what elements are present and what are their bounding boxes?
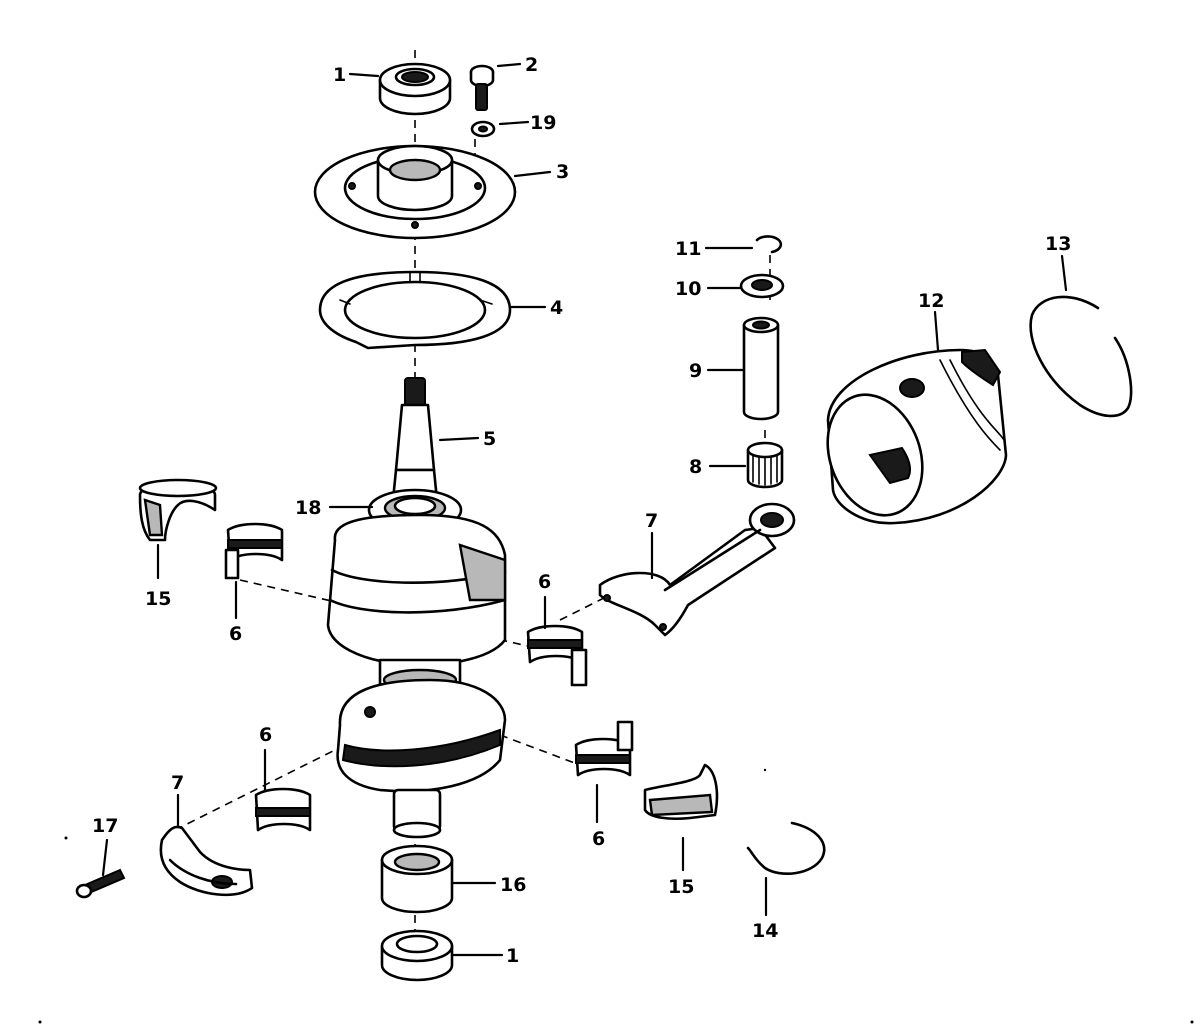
callout-6-lower-right: 6	[592, 828, 605, 850]
connecting-rod	[598, 502, 796, 637]
callout-10: 10	[675, 278, 701, 300]
callout-15-lower: 15	[668, 876, 694, 898]
needle-bearing-upper-left	[224, 522, 284, 580]
callout-15-upper: 15	[145, 588, 171, 610]
callout-7-rod: 7	[645, 510, 658, 532]
callout-labels: 1 2 19 3 4 5 18 15 6 6 6 6 7 7 8 9 10 11…	[92, 54, 1071, 967]
callout-2: 2	[525, 54, 538, 76]
piston-pin-retaining-ring	[755, 235, 783, 254]
callout-4: 4	[550, 297, 563, 319]
callout-9: 9	[689, 360, 702, 382]
callout-14: 14	[752, 920, 778, 942]
callout-11: 11	[675, 238, 701, 260]
callout-3: 3	[556, 161, 569, 183]
callout-6-lower-left: 6	[259, 724, 272, 746]
roller-bearing	[380, 844, 454, 914]
callout-1-bottom: 1	[506, 945, 519, 967]
thrust-washer	[739, 273, 785, 299]
screw	[469, 64, 495, 111]
lock-washer	[470, 120, 496, 138]
needle-bearing-center-right	[526, 624, 588, 687]
wire-retaining-ring	[746, 821, 826, 875]
callout-12: 12	[918, 290, 944, 312]
piston-pin	[742, 316, 780, 421]
seal-bottom	[380, 929, 454, 982]
seal-top	[378, 62, 452, 116]
callout-16: 16	[500, 874, 526, 896]
leader-lines	[101, 62, 1068, 957]
needle-bearing-lower-left	[254, 787, 312, 832]
piston-pin-bearing	[746, 441, 784, 489]
connecting-rod-cap	[159, 825, 254, 897]
piston	[826, 348, 1008, 525]
callout-6-center: 6	[538, 571, 551, 593]
piston-ring	[1029, 295, 1133, 418]
bearing-retainer-plate	[313, 144, 517, 240]
bearing-cage-half-upper-left	[138, 478, 218, 542]
callout-7-cap: 7	[171, 772, 184, 794]
cap-screw	[75, 868, 126, 899]
callout-1-top: 1	[333, 64, 346, 86]
gasket	[318, 270, 512, 350]
bearing-cage-half-lower-right	[643, 763, 719, 821]
callout-18: 18	[295, 497, 321, 519]
callout-6-upper-left: 6	[229, 623, 242, 645]
callout-13: 13	[1045, 233, 1071, 255]
crankshaft	[326, 377, 507, 839]
needle-bearing-lower-right	[574, 720, 634, 777]
callout-8: 8	[689, 456, 702, 478]
callout-17: 17	[92, 815, 118, 837]
callout-19: 19	[530, 112, 556, 134]
scan-specks	[38, 768, 1194, 1024]
callout-5: 5	[483, 428, 496, 450]
